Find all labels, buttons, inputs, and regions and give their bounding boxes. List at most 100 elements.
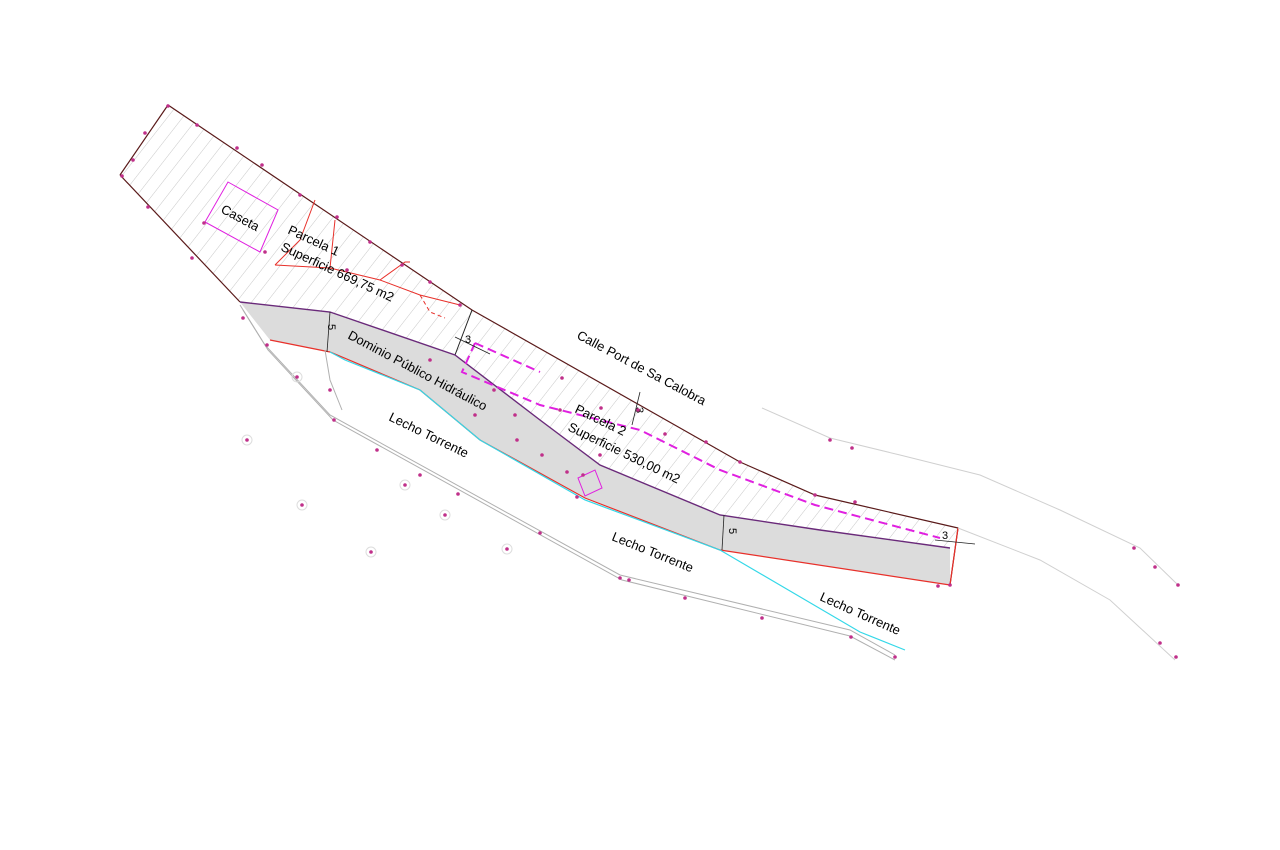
survey-point (948, 583, 952, 587)
small-structure-outline (577, 469, 603, 497)
survey-point (849, 635, 853, 639)
survey-point (936, 584, 940, 588)
buildable-limit-dashed-2 (474, 342, 541, 373)
building-red-line-3 (329, 219, 336, 269)
building-red-lines (274, 199, 316, 266)
survey-point (403, 483, 407, 487)
building-red-line-5 (419, 294, 446, 319)
label-lecho-torrente-3: Lecho Torrente (818, 589, 903, 638)
caseta-outline (204, 181, 279, 253)
building-red-line-4 (379, 261, 410, 281)
road-edge-line-2 (957, 527, 1176, 661)
survey-point (328, 388, 332, 392)
tree-marker (365, 546, 377, 558)
dim-line-dph-west (326, 311, 331, 353)
survey-point (195, 123, 199, 127)
dominio-publico-hidraulico-area (240, 302, 950, 585)
survey-point (627, 578, 631, 582)
survey-point (565, 470, 569, 474)
survey-point (1176, 583, 1180, 587)
survey-point (540, 453, 544, 457)
survey-point (1158, 641, 1162, 645)
dim-dph-width-east: 5 (726, 528, 738, 534)
survey-point (418, 473, 422, 477)
survey-point (828, 438, 832, 442)
survey-point (400, 263, 404, 267)
survey-point (575, 495, 579, 499)
survey-point (850, 446, 854, 450)
survey-point (458, 303, 462, 307)
survey-point (131, 158, 135, 162)
survey-point (560, 376, 564, 380)
survey-point (260, 163, 264, 167)
survey-point (369, 550, 373, 554)
tree-marker (291, 371, 303, 383)
survey-point (618, 576, 622, 580)
survey-point (265, 343, 269, 347)
survey-point (1174, 655, 1178, 659)
boundary-west (119, 174, 241, 303)
survey-point (146, 205, 150, 209)
survey-point (599, 406, 603, 410)
torrent-grey-inner (324, 349, 343, 411)
survey-point (704, 440, 708, 444)
survey-point (738, 460, 742, 464)
torrent-bank-grey-2 (242, 309, 896, 661)
parcel-divider (454, 309, 473, 356)
tree-marker (501, 543, 513, 555)
survey-point (492, 388, 496, 392)
dim-dph-width-west: 5 (325, 324, 337, 330)
survey-point (1153, 565, 1157, 569)
survey-point (263, 250, 267, 254)
survey-point (298, 193, 302, 197)
tree-marker (399, 479, 411, 491)
survey-point (375, 448, 379, 452)
survey-point (636, 408, 640, 412)
survey-point (663, 432, 667, 436)
survey-point (538, 531, 542, 535)
dph-upper-line (239, 301, 951, 549)
survey-point (143, 131, 147, 135)
survey-point (813, 493, 817, 497)
dim-setback-east: 3 (942, 530, 948, 542)
torrent-cyan-line (329, 351, 906, 651)
tree-marker (439, 509, 451, 521)
tree-marker (296, 499, 308, 511)
road-edge-line (761, 407, 1179, 586)
survey-point (853, 500, 857, 504)
survey-point (202, 221, 206, 225)
survey-point (235, 146, 239, 150)
survey-point (581, 473, 585, 477)
tree-marker (241, 434, 253, 446)
survey-point (513, 413, 517, 417)
survey-point (245, 438, 249, 442)
parcela-1-area (120, 105, 472, 355)
survey-point (368, 240, 372, 244)
survey-point (473, 413, 477, 417)
survey-point (456, 492, 460, 496)
survey-point (345, 268, 349, 272)
survey-point (893, 655, 897, 659)
dim-line-road (631, 391, 641, 426)
survey-point (443, 513, 447, 517)
dim-setback-parcela-1: 3 (465, 334, 471, 346)
survey-point (166, 104, 170, 108)
parcela-2-area (455, 310, 958, 548)
survey-point (295, 375, 299, 379)
survey-point (760, 616, 764, 620)
survey-point (300, 503, 304, 507)
survey-points (120, 104, 1180, 659)
dph-east-red-edge (949, 527, 959, 586)
survey-point (190, 256, 194, 260)
survey-point (428, 358, 432, 362)
survey-point (335, 215, 339, 219)
survey-point (598, 453, 602, 457)
survey-point (515, 438, 519, 442)
dim-line-dph-east (721, 514, 725, 551)
survey-point (683, 596, 687, 600)
dim-line-east (934, 539, 976, 545)
dim-line-p1 (454, 336, 491, 355)
buildable-limit-dashed (460, 342, 941, 539)
survey-point (558, 408, 562, 412)
